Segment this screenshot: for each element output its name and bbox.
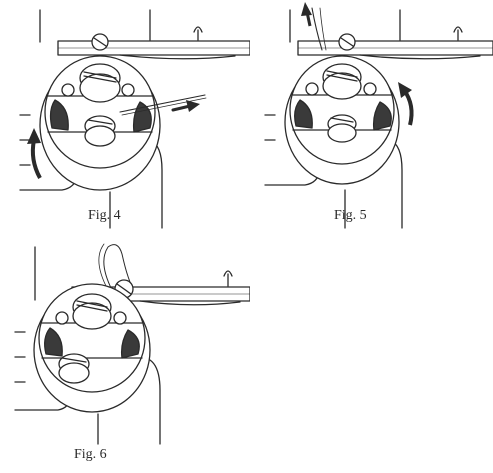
figure-6-drawing: [14, 243, 250, 445]
figure-5-caption: Fig. 5: [334, 208, 367, 223]
figure-4-caption: Fig. 4: [88, 208, 121, 223]
figure-6: [0, 232, 250, 447]
figure-4-drawing: [19, 9, 250, 229]
figure-6-caption: Fig. 6: [74, 447, 107, 462]
figure-5: [250, 0, 493, 230]
figure-4: [0, 0, 250, 230]
figure-5-drawing: [264, 2, 493, 229]
